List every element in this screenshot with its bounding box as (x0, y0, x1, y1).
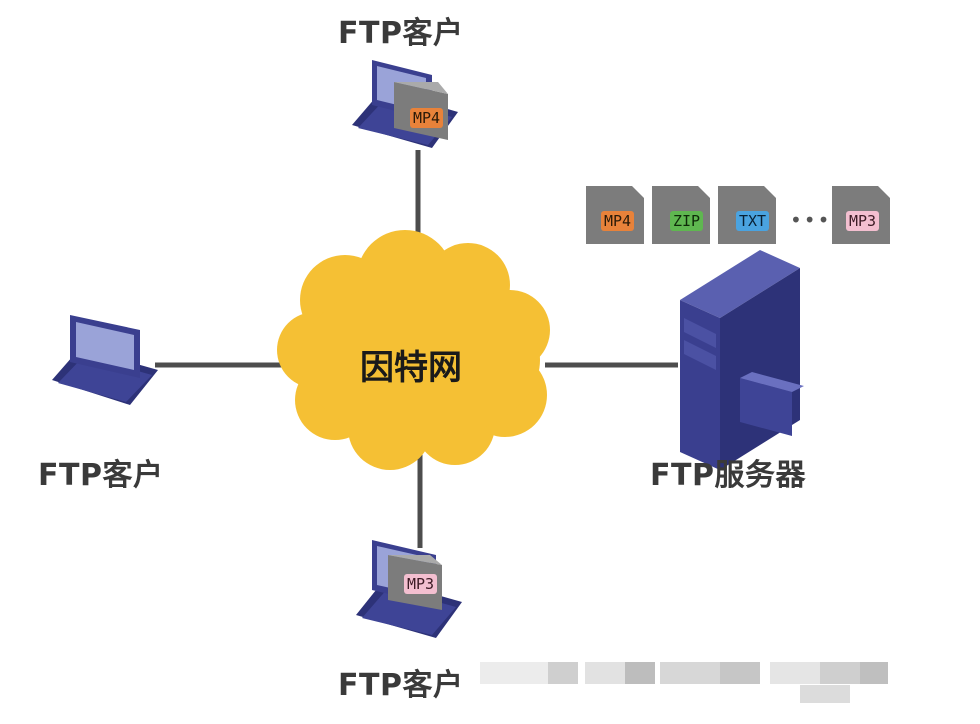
server-file-tag-txt: TXT (736, 211, 770, 231)
client-label-bottom: FTP客户 (338, 668, 464, 703)
file-tag-top-client: MP4 (410, 108, 444, 128)
internet-cloud (277, 230, 550, 470)
computer-icon-left (52, 315, 158, 405)
client-label-left: FTP客户 (38, 458, 164, 493)
file-list-ellipsis: ••• (790, 208, 832, 232)
server-file-tag-zip: ZIP (670, 211, 704, 231)
file-tag-bottom-client: MP3 (404, 574, 438, 594)
watermark-blur (480, 662, 888, 703)
computer-icon-top (352, 60, 458, 148)
server-file-tag-mp4: MP4 (601, 211, 635, 231)
internet-label: 因特网 (360, 348, 462, 388)
server-icon (680, 250, 804, 470)
server-label: FTP服务器 (650, 458, 806, 493)
server-file-tag-mp3: MP3 (846, 211, 880, 231)
client-label-top: FTP客户 (338, 16, 464, 51)
